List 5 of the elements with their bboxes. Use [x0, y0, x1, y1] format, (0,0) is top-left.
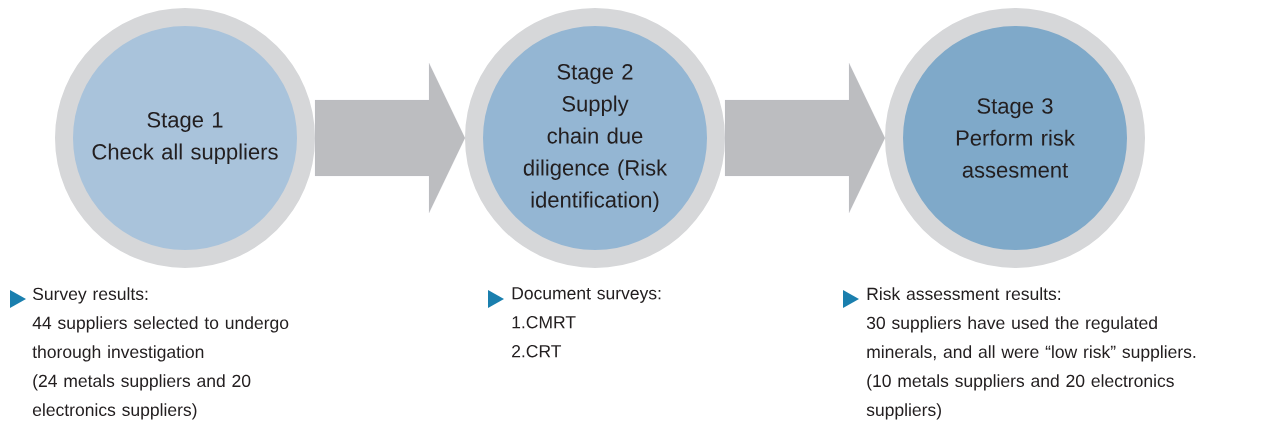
block-arrow: [724, 62, 886, 214]
note-text: Document surveys: 1.CMRT 2.CRT: [512, 287, 661, 358]
note-text: Survey results: 44 suppliers selected to undergo thorough investigation (24 metals suppliers and 20 electronics suppliers): [32, 287, 289, 420]
block-arrow: [314, 62, 466, 214]
note-text: Risk assessment results: 30 suppliers have used the regulated minerals, and all were “low risk” suppliers. (10 metals suppliers and 20 electronics suppliers): [866, 287, 1196, 420]
